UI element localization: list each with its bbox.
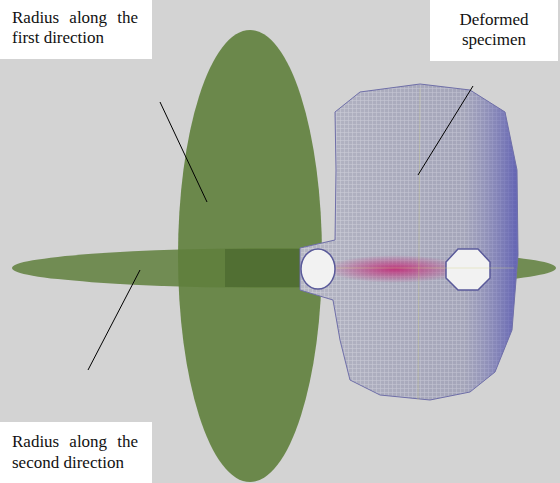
left-hole: [301, 249, 335, 289]
callout-box: Radius along the second direction: [0, 422, 152, 483]
strain-band: [325, 255, 465, 283]
right-hole: [446, 249, 490, 290]
leader-line: [88, 270, 140, 370]
callout-label: Radius along the second direction: [12, 432, 138, 473]
specimen-shading: [300, 84, 518, 400]
callout-box: Radius along the first direction: [0, 0, 152, 59]
leader-line: [160, 102, 207, 202]
callout-box: Deformed specimen: [430, 0, 558, 61]
axis-lines: [336, 88, 514, 400]
callout-label: Radius along the first direction: [12, 8, 138, 49]
deformed-specimen: [300, 84, 518, 400]
callout-label: Deformed specimen: [440, 10, 548, 51]
leader-line: [418, 86, 473, 175]
